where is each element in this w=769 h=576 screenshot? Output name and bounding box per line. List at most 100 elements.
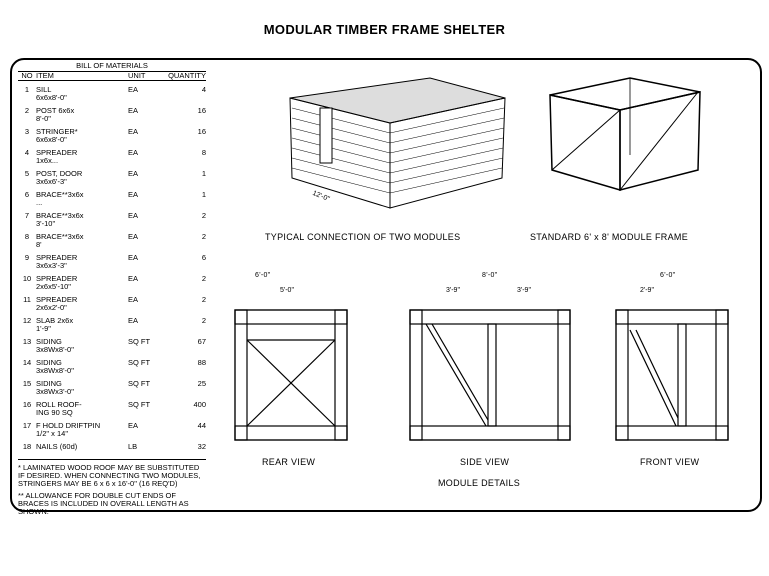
item-no: 9 xyxy=(24,253,30,262)
item-spec: 3x8Wx8'-0" xyxy=(36,345,74,354)
item-name: BRACE**3x6x xyxy=(36,190,84,199)
item-no: 1 xyxy=(24,85,30,94)
item-unit: LB xyxy=(128,442,138,451)
item-qty: 400 xyxy=(193,400,206,409)
item-no: 14 xyxy=(22,358,32,367)
bom-row: 16 ROLL ROOF-ING 90 SQ SQ FT 400 xyxy=(18,401,206,417)
item-name: POST 6x6x xyxy=(36,106,75,115)
item-spec: 8' xyxy=(36,240,42,249)
header-item: ITEM xyxy=(36,71,54,80)
item-spec: 2x6x2'-0" xyxy=(36,303,67,312)
caption-typical-connection: TYPICAL CONNECTION OF TWO MODULES xyxy=(265,232,461,242)
item-no: 15 xyxy=(22,379,32,388)
item-unit: EA xyxy=(128,148,139,157)
front-span-a-dim: 2'-9" xyxy=(640,287,654,294)
item-unit: EA xyxy=(128,106,139,115)
item-spec: 3'-10" xyxy=(36,219,56,228)
item-spec: ... xyxy=(36,198,43,207)
item-name: STRINGER* xyxy=(36,127,78,136)
item-name: SIDING xyxy=(36,379,62,388)
rear-view-drawing xyxy=(234,309,348,441)
item-no: 13 xyxy=(22,337,32,346)
item-name: F HOLD DRIFTPIN xyxy=(36,421,101,430)
item-desc: NAILS (60d) xyxy=(36,443,128,451)
item-name: SPREADER xyxy=(36,148,78,157)
note: * LAMINATED WOOD ROOF MAY BE SUBSTITUTED… xyxy=(18,463,201,488)
item-name: SILL xyxy=(36,85,52,94)
rear-inner-dim: 5'-0" xyxy=(280,287,294,294)
note: ** ALLOWANCE FOR DOUBLE CUT ENDS OF BRAC… xyxy=(18,491,189,516)
item-qty: 25 xyxy=(197,379,206,388)
item-no: 2 xyxy=(24,106,30,115)
item-qty: 67 xyxy=(197,337,206,346)
item-qty: 2 xyxy=(201,316,206,325)
item-unit: EA xyxy=(128,127,139,136)
item-qty: 4 xyxy=(201,85,206,94)
item-spec: ING 90 SQ xyxy=(36,408,73,417)
item-name: SPREADER xyxy=(36,253,78,262)
item-name: SIDING xyxy=(36,337,62,346)
item-spec: 8'-0" xyxy=(36,114,51,123)
item-no: 12 xyxy=(22,316,32,325)
item-spec: 1/2" x 14" xyxy=(36,429,69,438)
item-qty: 88 xyxy=(197,358,206,367)
bom-notes: * LAMINATED WOOD ROOF MAY BE SUBSTITUTED… xyxy=(18,459,206,516)
item-desc: BRACE**3x6x... xyxy=(36,191,128,207)
side-span-b-dim: 3'-9" xyxy=(517,287,531,294)
item-name: SPREADER xyxy=(36,274,78,283)
item-no: 10 xyxy=(22,274,32,283)
side-view-drawing xyxy=(409,309,571,441)
item-unit: EA xyxy=(128,190,139,199)
header-no: NO xyxy=(21,71,33,80)
item-unit: EA xyxy=(128,232,139,241)
item-desc: ROLL ROOF-ING 90 SQ xyxy=(36,401,128,417)
item-unit: EA xyxy=(128,253,139,262)
item-qty: 2 xyxy=(201,211,206,220)
item-qty: 2 xyxy=(201,274,206,283)
item-unit: SQ FT xyxy=(128,337,151,346)
item-qty: 32 xyxy=(197,442,206,451)
caption-standard-frame: STANDARD 6' x 8' MODULE FRAME xyxy=(530,232,688,242)
item-spec: 2x6x5'-10" xyxy=(36,282,71,291)
item-unit: SQ FT xyxy=(128,379,151,388)
item-unit: EA xyxy=(128,211,139,220)
typical-connection-drawing xyxy=(289,77,506,209)
item-name: NAILS (60d) xyxy=(36,442,78,451)
rear-width-dim: 6'-0" xyxy=(255,272,271,279)
page-title: MODULAR TIMBER FRAME SHELTER xyxy=(263,22,506,37)
item-spec: 3x6x6'-3" xyxy=(36,177,67,186)
side-span-a-dim: 3'-9" xyxy=(446,287,460,294)
item-name: POST, DOOR xyxy=(36,169,83,178)
front-width-dim: 6'-0" xyxy=(660,272,676,279)
item-no: 3 xyxy=(24,127,30,136)
side-width-dim: 8'-0" xyxy=(482,272,498,279)
item-no: 6 xyxy=(24,190,30,199)
item-spec: 3x6x3'-3" xyxy=(36,261,67,270)
standard-module-frame-drawing xyxy=(549,77,701,192)
item-no: 7 xyxy=(24,211,30,220)
item-no: 18 xyxy=(22,442,32,451)
